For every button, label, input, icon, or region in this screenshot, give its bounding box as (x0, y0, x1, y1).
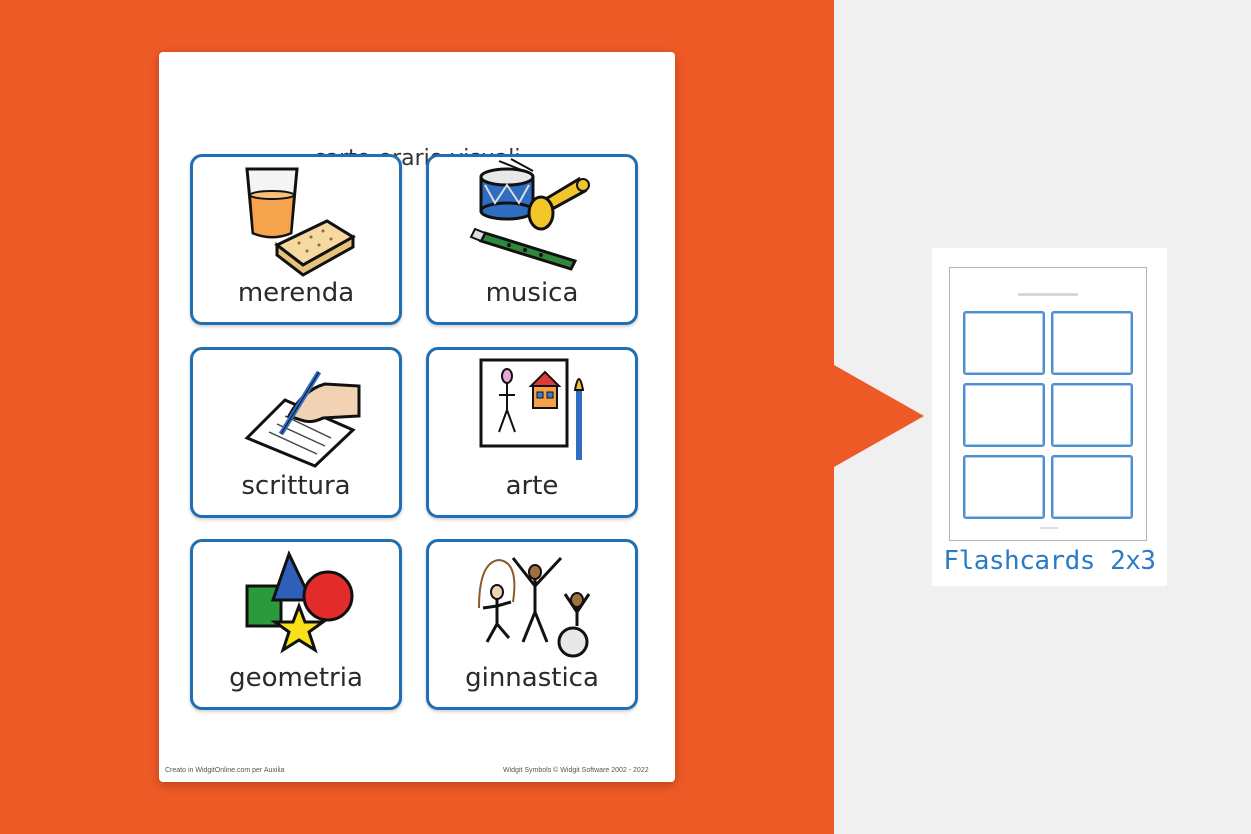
thumbnail-title-placeholder (1018, 293, 1078, 296)
card-label: scrittura (241, 471, 351, 501)
template-label: Flashcards 2x3 (943, 546, 1156, 576)
snack-icon (245, 167, 356, 277)
card-musica[interactable]: musica (426, 154, 638, 325)
footer-copyright: Widgit Symbols © Widgit Software 2002 - … (503, 767, 649, 774)
writing-hand-icon (244, 370, 361, 468)
card-label: arte (505, 471, 559, 501)
thumbnail-card-slot (1051, 383, 1133, 447)
card-ginnastica[interactable]: ginnastica (426, 539, 638, 710)
template-preview-card[interactable]: Flashcards 2x3 (932, 248, 1167, 586)
thumbnail-card-slot (1051, 455, 1133, 519)
thumbnail-card-slot (963, 311, 1045, 375)
template-thumbnail (949, 267, 1147, 541)
card-label: geometria (229, 663, 363, 693)
card-merenda[interactable]: merenda (190, 154, 402, 325)
card-label: merenda (237, 278, 355, 308)
thumbnail-card-slot (1051, 311, 1133, 375)
thumbnail-footer-placeholder (1040, 527, 1058, 529)
card-geometria[interactable]: geometria (190, 539, 402, 710)
arrow-pointer-icon (834, 365, 924, 467)
card-arte[interactable]: arte (426, 347, 638, 518)
footer-credit: Creato in WidgitOnline.com per Auxilia (165, 767, 285, 774)
music-instruments-icon (469, 158, 590, 271)
thumbnail-card-slot (963, 383, 1045, 447)
art-painting-icon (479, 358, 585, 460)
gym-figures-icon (478, 556, 591, 658)
card-label: ginnastica (465, 663, 599, 693)
card-scrittura[interactable]: scrittura (190, 347, 402, 518)
thumbnail-card-slot (963, 455, 1045, 519)
flashcard-sheet: carte-orario visuali merenda (159, 52, 675, 782)
card-label: musica (485, 278, 579, 308)
shapes-icon (245, 550, 354, 654)
